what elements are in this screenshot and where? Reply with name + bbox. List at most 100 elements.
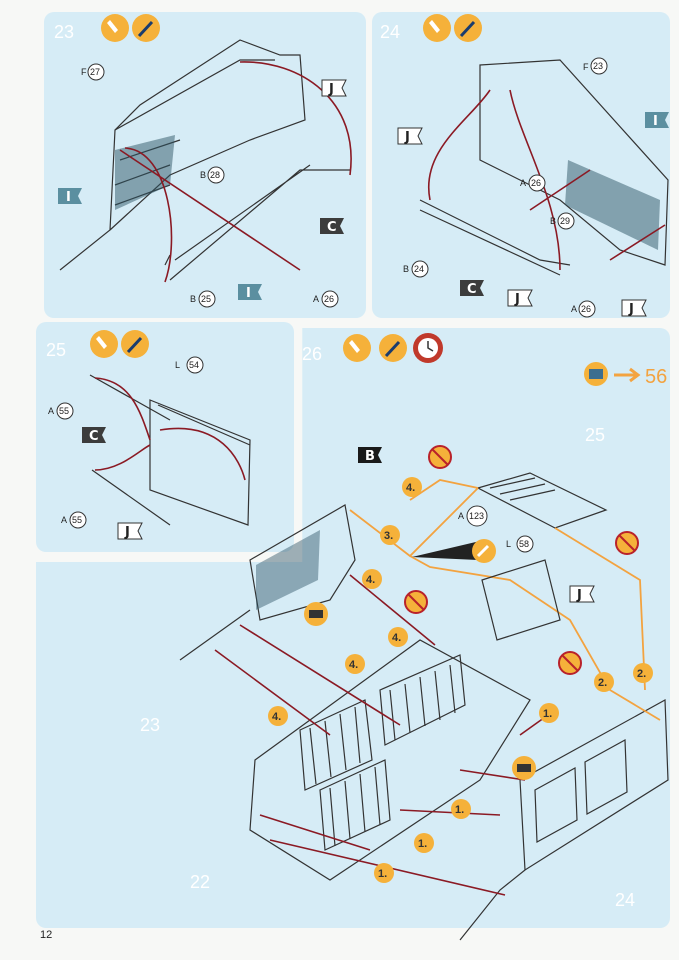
paint-brush-icon [121, 330, 149, 358]
paint-dropper-icon [412, 539, 496, 563]
svg-text:1.: 1. [378, 868, 387, 880]
svg-text:4.: 4. [366, 574, 375, 586]
paint-flag-i: I [645, 112, 669, 129]
body-shell [59, 39, 306, 271]
clock-icon [413, 333, 443, 363]
svg-text:4.: 4. [392, 632, 401, 644]
label-number: 25 [201, 294, 211, 304]
label-letter: B [200, 170, 206, 180]
label-number: 26 [581, 304, 591, 314]
label-letter: A [458, 511, 464, 521]
label-number: 24 [414, 264, 424, 274]
svg-text:1.: 1. [455, 804, 464, 816]
paint-code: I [246, 286, 251, 301]
rails-a [89, 374, 251, 526]
clamp-icon [512, 756, 536, 780]
paint-code: C [89, 429, 99, 444]
svg-text:4.: 4. [349, 659, 358, 671]
paint-code: J [328, 82, 334, 97]
order-marker: 1. [539, 703, 559, 723]
label-number: 123 [469, 511, 484, 521]
order-marker: 1. [0, 0, 9, 3]
cabin-floor [249, 639, 531, 881]
label-number: 26 [324, 294, 334, 304]
vent-grille [115, 135, 175, 210]
paint-code: J [124, 525, 130, 540]
label-number: 54 [189, 360, 199, 370]
rails-b [164, 164, 350, 281]
vent-grille [256, 530, 320, 610]
goto-arrow-icon [614, 367, 641, 383]
step-23-number: 23 [54, 22, 74, 42]
paint-code: C [467, 282, 477, 297]
step-24-number: 24 [380, 22, 400, 42]
label-number: 55 [59, 406, 69, 416]
middle-bench-seat [299, 699, 373, 791]
paint-flag-j: J [321, 79, 347, 97]
rails-b [419, 199, 571, 276]
label-letter: A [48, 406, 54, 416]
label-letter: B [190, 294, 196, 304]
label-number: 26 [531, 178, 541, 188]
step-25: 25 L 54 A 55 A 55 C J [46, 330, 251, 540]
order-marker: 1. [451, 799, 471, 819]
no-glue-icon [404, 590, 428, 614]
goto-page-icon [584, 362, 608, 386]
paint-code: I [66, 190, 71, 205]
paint-code: B [365, 449, 375, 464]
assembly-arrows-26 [214, 574, 556, 896]
paint-flag-i: I [58, 188, 82, 205]
glue-icon [90, 330, 118, 358]
body-shell [479, 59, 669, 266]
paint-brush-icon [132, 14, 160, 42]
vent-grille [565, 160, 660, 250]
paint-code: J [628, 302, 634, 317]
ghost-ref: 23 [140, 715, 160, 735]
order-marker: 4. [268, 706, 288, 726]
svg-text:1.: 1. [543, 708, 552, 720]
label-letter: A [520, 178, 526, 188]
label-letter: B [550, 216, 556, 226]
glue-icon [101, 14, 129, 42]
label-letter: L [506, 539, 511, 549]
step-25-number: 25 [46, 340, 66, 360]
order-marker: 1. [374, 863, 394, 883]
paint-flag-c: C [320, 218, 344, 235]
label-number: 58 [519, 539, 529, 549]
label-letter: A [313, 294, 319, 304]
lower-rail [459, 869, 526, 941]
label-letter: F [81, 67, 87, 77]
order-marker: 4. [362, 569, 382, 589]
assembly-path-orange [349, 479, 661, 721]
order-marker: 3. [380, 525, 400, 545]
goto-page-number: 56 [645, 366, 667, 388]
svg-text:1.: 1. [418, 838, 427, 850]
roof-panel [476, 472, 608, 529]
paint-flag-c: C [82, 427, 106, 444]
clamp-icon [304, 602, 328, 626]
paint-flag-c: C [460, 280, 484, 297]
page-number: 12 [40, 929, 52, 941]
paint-code: J [514, 292, 520, 307]
side-wall [249, 504, 356, 621]
svg-text:2.: 2. [637, 668, 646, 680]
paint-code: I [653, 114, 658, 129]
label-letter: A [61, 515, 67, 525]
order-marker: 2. [633, 663, 653, 683]
order-marker: 4. [402, 477, 422, 497]
windows [534, 739, 628, 843]
paint-flag-b: B [358, 447, 382, 464]
paint-code: J [404, 130, 410, 145]
no-glue-icon [558, 651, 582, 675]
paint-code: J [576, 588, 582, 603]
step-26-number: 26 [302, 344, 322, 364]
rear-bench-seat [379, 654, 466, 746]
paint-brush-icon [379, 334, 407, 362]
order-marker: 4. [388, 627, 408, 647]
step-24: 24 F 23 A 26 B 29 B 24 A 26 J I C J J [380, 14, 669, 318]
svg-text:4.: 4. [272, 711, 281, 723]
roof-ribs [489, 477, 556, 501]
assembly-arrows-25 [94, 377, 246, 481]
